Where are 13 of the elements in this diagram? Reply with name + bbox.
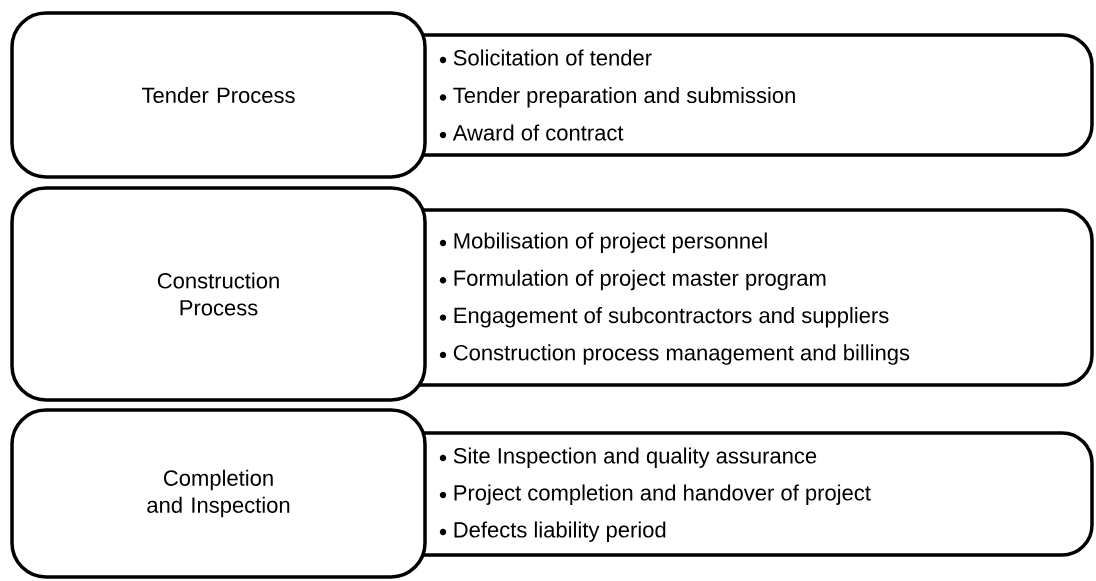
list-item: Construction process management and billings: [439, 344, 910, 365]
list-item: Defects liability period: [439, 521, 666, 542]
list-item: Formulation of project master program: [439, 269, 826, 291]
stage-box: Construction Process: [10, 186, 427, 402]
list-item: Tender preparation and submission: [439, 86, 795, 108]
stage-box: Tender Process: [10, 11, 427, 179]
list-item: Award of contract: [439, 124, 624, 141]
list-item: Project completion and handover of project: [439, 484, 871, 505]
list-item: Solicitation of tender: [439, 49, 652, 66]
list-item: Site Inspection and quality assurance: [439, 447, 817, 468]
list-item: Mobilisation of project personnel: [439, 232, 767, 253]
stage-box: Completion and Inspection: [10, 408, 427, 579]
list-item: Engagement of subcontractors and suppliers: [439, 307, 889, 328]
